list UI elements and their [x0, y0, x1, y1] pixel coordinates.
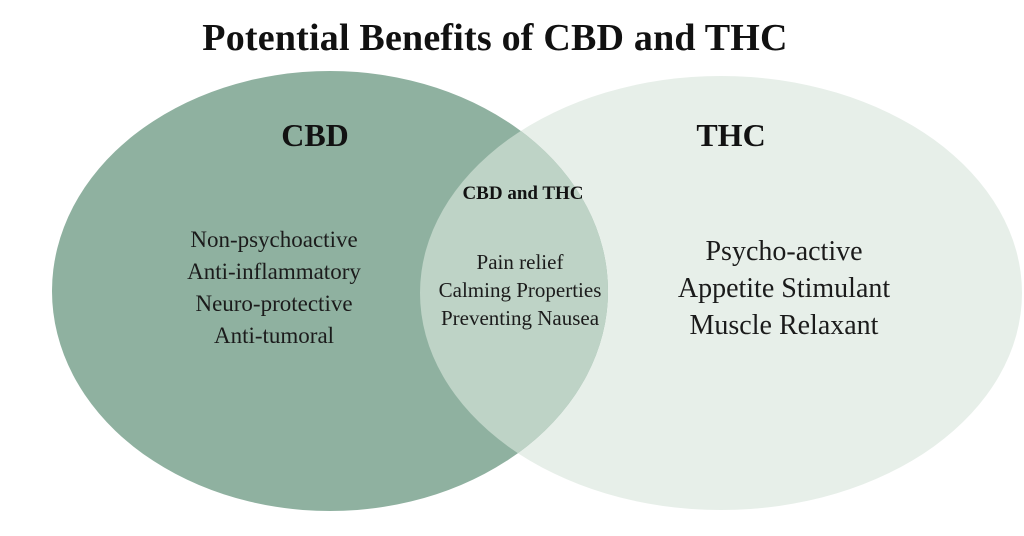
overlap-set-label: CBD and THC — [462, 183, 584, 204]
list-item: Psycho-active — [705, 236, 863, 267]
list-item: Non-psychoactive — [190, 227, 358, 252]
list-item: Pain relief — [476, 250, 564, 274]
list-item: Appetite Stimulant — [677, 273, 891, 304]
list-item: Neuro-protective — [195, 291, 353, 316]
list-item: Calming Properties — [438, 278, 602, 302]
list-item: Muscle Relaxant — [689, 310, 879, 341]
list-item: Anti-tumoral — [213, 323, 335, 348]
list-item: Preventing Nausea — [440, 306, 600, 330]
cbd-benefits-list: Non-psychoactive Anti-inflammatory Neuro… — [187, 224, 361, 352]
overlap-benefits-list: Pain relief Calming Properties Preventin… — [439, 248, 602, 332]
page-title: Potential Benefits of CBD and THC — [202, 17, 788, 59]
list-item: Anti-inflammatory — [187, 259, 361, 284]
thc-benefits-list: Psycho-active Appetite Stimulant Muscle … — [678, 233, 890, 344]
thc-set-label: THC — [696, 117, 766, 153]
cbd-set-label: CBD — [281, 117, 349, 153]
